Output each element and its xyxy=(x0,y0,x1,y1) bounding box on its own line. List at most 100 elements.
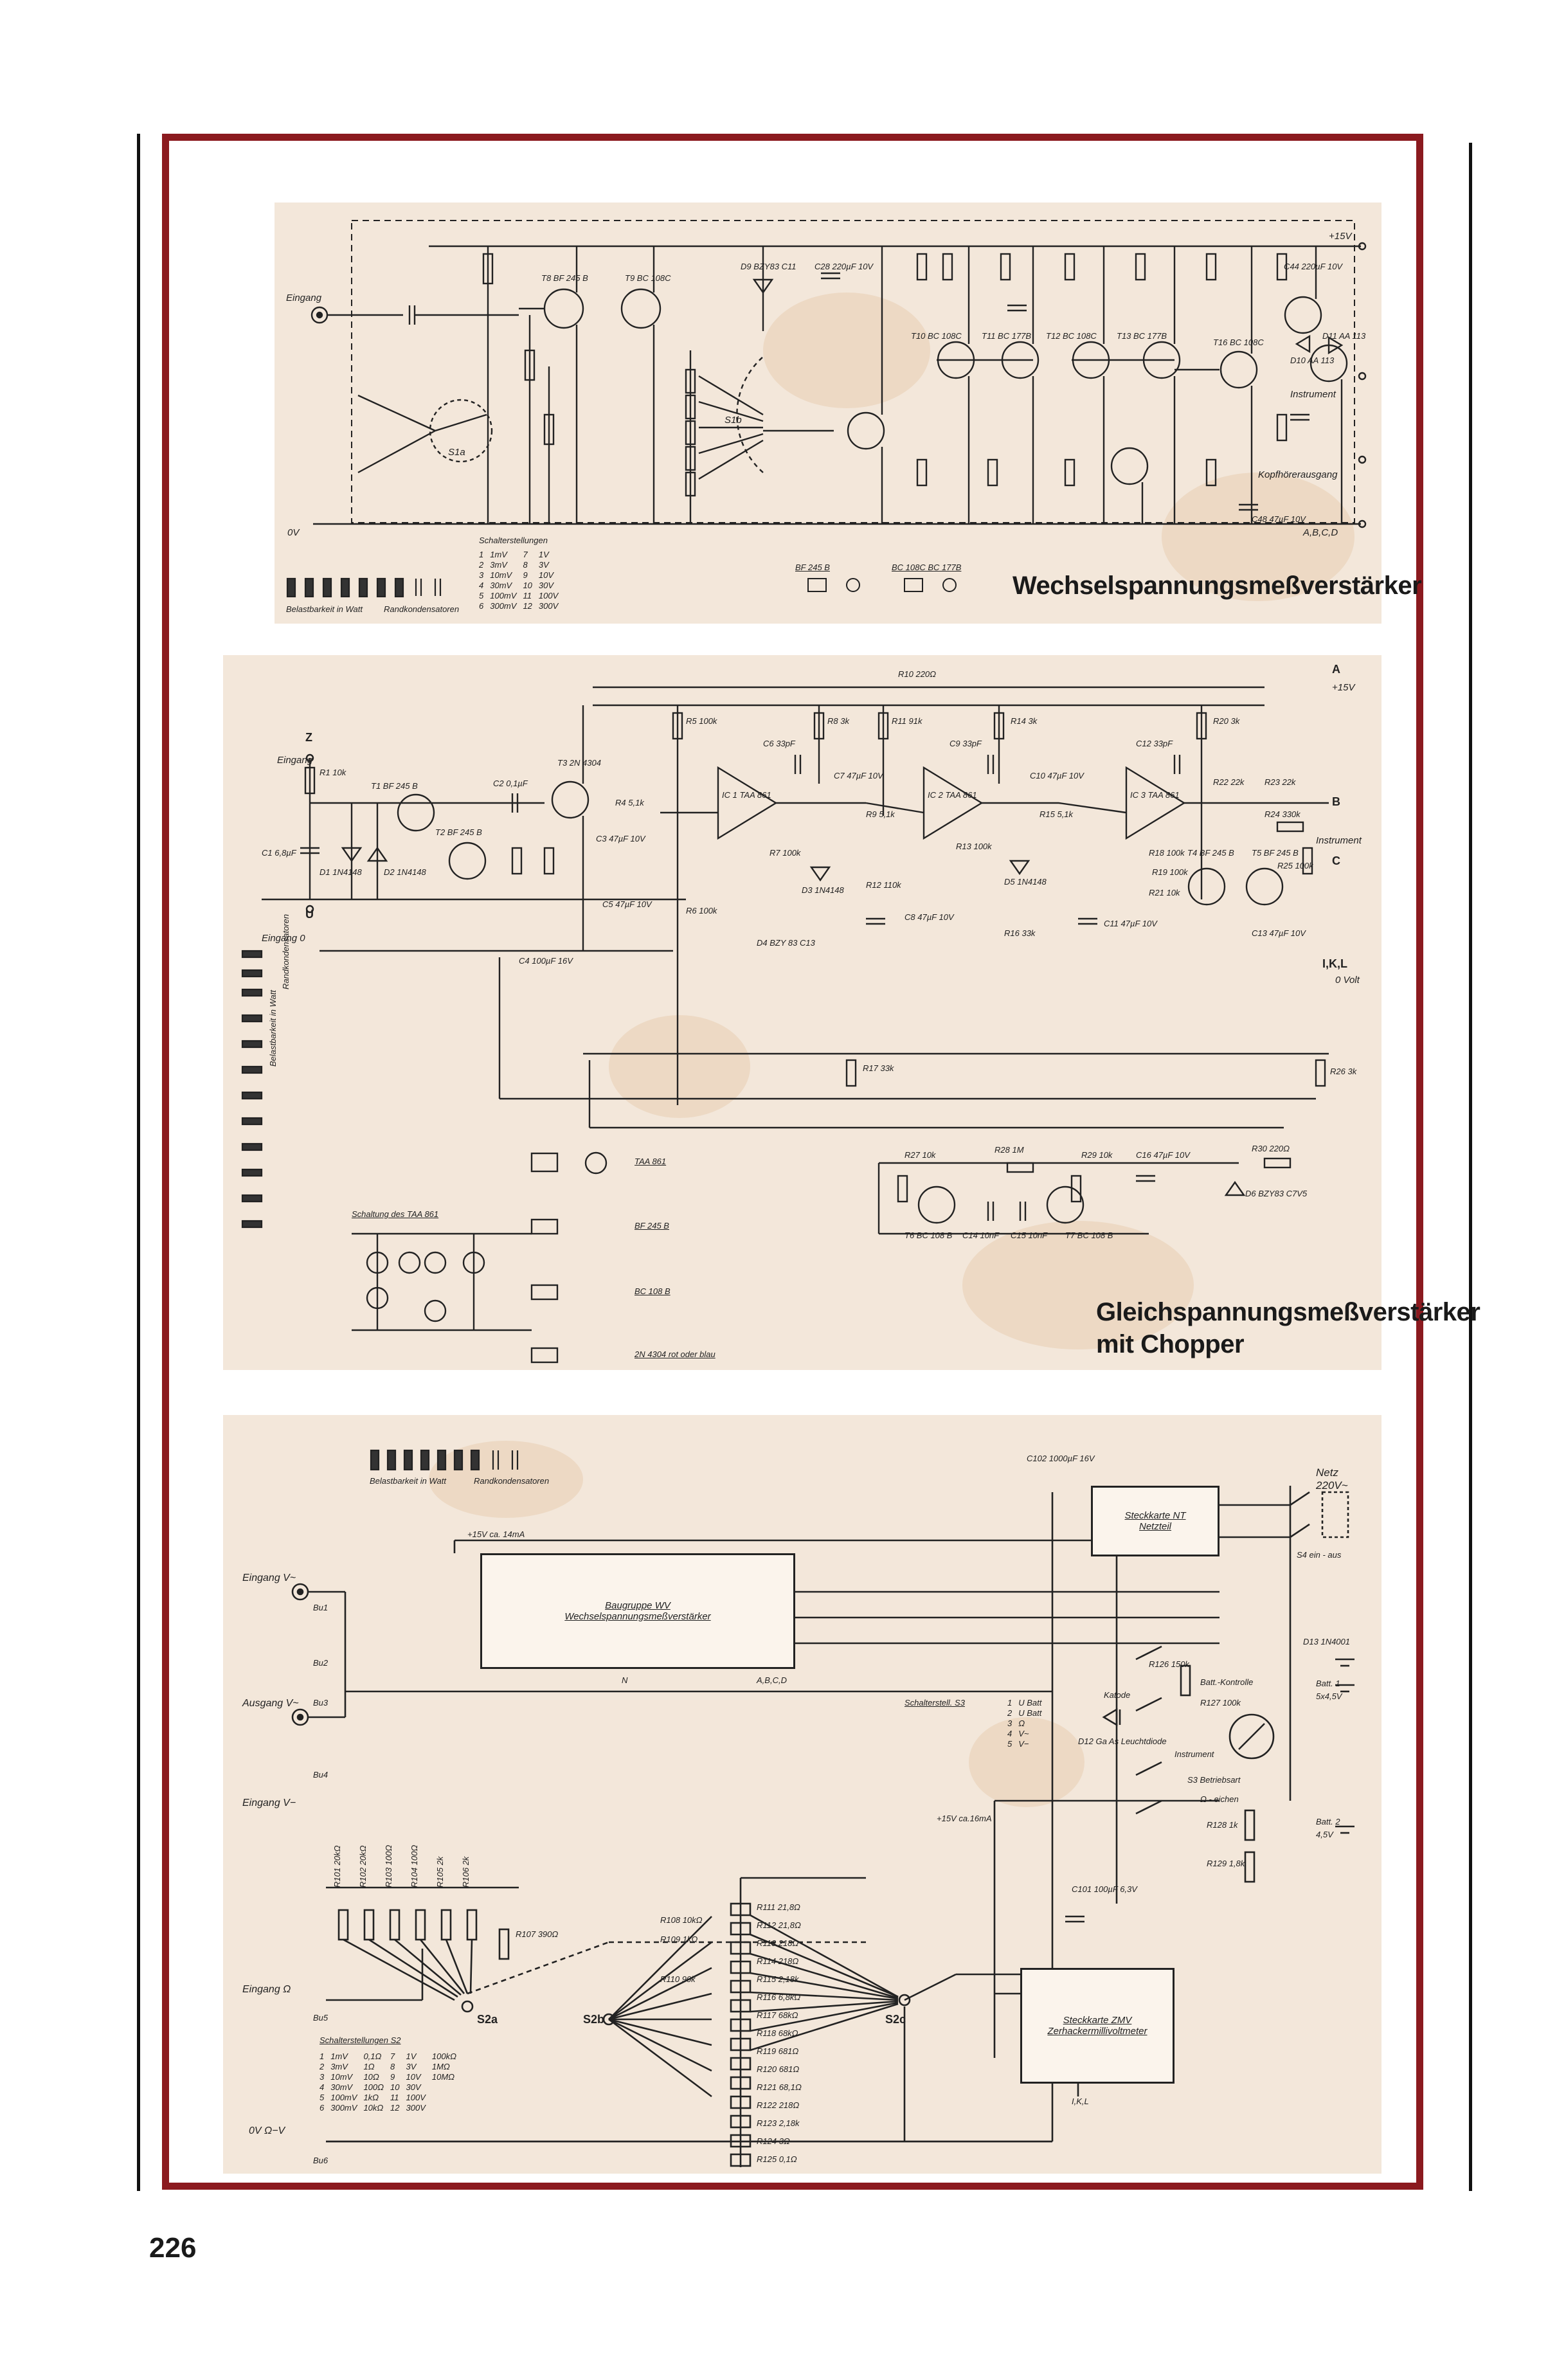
sys-s2a: S2a xyxy=(477,2013,498,2026)
switch-cell: 5 xyxy=(320,2093,325,2102)
switch-cell: 300V xyxy=(538,601,559,611)
dc-c11: C11 47µF 10V xyxy=(1104,919,1157,928)
dc-r20: R20 3k xyxy=(1213,716,1240,726)
sys-r126: R126 150k xyxy=(1149,1659,1189,1669)
switch-cell: 3mV xyxy=(490,560,507,570)
ladder-resistor-label: R116 6,8kΩ xyxy=(757,1992,801,2002)
system-panel: Baugruppe WV Wechselspannungsmeßverstärk… xyxy=(223,1415,1382,2174)
dc-d2: D2 1N4148 xyxy=(384,867,426,877)
switch-cell: 2 xyxy=(1007,1708,1013,1718)
dc-ic2: IC 2 TAA 861 xyxy=(928,790,977,800)
ac-fet-type: BF 245 B xyxy=(795,563,830,572)
paper-stain xyxy=(763,293,930,408)
right-margin-rule xyxy=(1469,143,1472,2191)
ac-ground-label: 0V xyxy=(287,527,300,538)
sys-term-n: N xyxy=(622,1675,628,1685)
dc-input-u: U xyxy=(305,908,314,921)
switch-cell: 0,1Ω xyxy=(363,2051,382,2061)
switch-cell: 11 xyxy=(523,591,532,600)
module-wv-desc: Wechselspannungsmeßverstärker xyxy=(564,1611,711,1622)
switch-cell: 30mV xyxy=(490,581,512,590)
dc-r27: R27 10k xyxy=(905,1150,936,1160)
ac-supply-label: +15V xyxy=(1329,231,1352,242)
dc-c8: C8 47µF 10V xyxy=(905,912,954,922)
paper-stain xyxy=(609,1015,750,1118)
switch-cell: 5 xyxy=(1007,1739,1013,1749)
dc-input-z: Z xyxy=(305,731,312,744)
dc-term-a: A xyxy=(1332,663,1340,676)
switch-cell: 30mV xyxy=(330,2082,353,2092)
dc-input-label: Eingang xyxy=(277,755,313,766)
module-zmv-desc: Zerhackermillivoltmeter xyxy=(1047,2026,1148,2037)
dc-d1: D1 1N4148 xyxy=(320,867,362,877)
ac-amplifier-panel: Eingang +15V Instrument Kopfhörerausgang… xyxy=(274,203,1422,624)
switch-cell: 100mV xyxy=(330,2093,357,2102)
sys-c102: C102 1000µF 16V xyxy=(1027,1454,1095,1463)
dc-pin-2n: 2N 4304 rot oder blau xyxy=(634,1349,716,1359)
dc-r19: R19 100k xyxy=(1152,867,1188,877)
ac-instrument-label: Instrument xyxy=(1290,389,1336,400)
dc-c13: C13 47µF 10V xyxy=(1252,928,1306,938)
sys-r106: R106 2k xyxy=(461,1856,471,1888)
dc-c4: C4 100µF 16V xyxy=(519,956,573,966)
switch-cell: 3 xyxy=(1007,1718,1013,1728)
dc-input-0: Eingang 0 xyxy=(262,933,305,944)
dc-t4: T4 BF 245 B xyxy=(1187,848,1234,858)
dc-taa-title: Schaltung des TAA 861 xyxy=(352,1209,439,1219)
ac-c44-label: C44 220µF 10V xyxy=(1284,262,1343,271)
switch-cell: 100kΩ xyxy=(431,2051,456,2061)
paper-stain xyxy=(962,1221,1194,1349)
dc-schematic xyxy=(241,686,1329,1364)
ladder-resistor-label: R113 218Ω xyxy=(757,1938,799,1948)
dc-amplifier-panel: Z Eingang U Eingang 0 A +15V B Instrumen… xyxy=(223,655,1480,1370)
switch-cell: 1 xyxy=(1007,1698,1013,1708)
sys-bu4: Bu4 xyxy=(313,1770,328,1780)
sys-r107: R107 390Ω xyxy=(516,1929,559,1939)
sys-bu3: Bu3 xyxy=(313,1698,328,1708)
switch-cell: 100V xyxy=(538,591,559,600)
ac-resistor-legend: Belastbarkeit in Watt xyxy=(286,604,363,614)
switch-cell: 10mV xyxy=(330,2072,353,2082)
switch-cell: Ω xyxy=(1018,1718,1025,1728)
sys-supply-note: +15V ca. 14mA xyxy=(467,1529,525,1539)
sys-zener: D13 1N4001 xyxy=(1303,1637,1350,1646)
ac-d10-label: D10 AA 113 xyxy=(1290,356,1335,365)
sys-r101: R101 20kΩ xyxy=(332,1845,342,1888)
dc-c5: C5 47µF 10V xyxy=(602,899,652,909)
switch-cell: 3V xyxy=(538,560,549,570)
sys-batt-check: Batt.-Kontrolle xyxy=(1200,1677,1254,1687)
dc-r5: R5 100k xyxy=(686,716,717,726)
switch-cell: 1V xyxy=(538,550,549,559)
switch-cell: 3V xyxy=(406,2062,417,2071)
switch-cell: 10 xyxy=(523,581,532,590)
dc-pin-bc: BC 108 B xyxy=(634,1286,670,1296)
sys-s2b: S2b xyxy=(583,2013,605,2026)
switch-cell xyxy=(432,2093,463,2103)
switch-cell: 5 xyxy=(479,591,484,600)
switch-cell: V− xyxy=(1018,1739,1029,1749)
dc-r23: R23 22k xyxy=(1264,777,1296,787)
switch-cell: 1 xyxy=(479,550,484,559)
dc-t7: T7 BC 108 B xyxy=(1065,1231,1113,1240)
ac-terminals-label: A,B,C,D xyxy=(1303,527,1338,538)
ladder-resistor-label: R121 68,1Ω xyxy=(757,2082,802,2092)
switch-cell xyxy=(432,2103,463,2113)
dc-r9: R9 5,1k xyxy=(866,809,895,819)
sys-r108: R108 10kΩ xyxy=(660,1915,703,1925)
sys-ground: 0V Ω−V xyxy=(249,2125,285,2136)
switch-row: 5 V− xyxy=(1007,1739,1048,1749)
sys-r103: R103 100Ω xyxy=(384,1844,393,1888)
page-number: 226 xyxy=(149,2232,197,2264)
dc-c12: C12 33pF xyxy=(1136,739,1173,748)
switch-cell: 1MΩ xyxy=(431,2062,450,2071)
sys-input-ohm: Eingang Ω xyxy=(242,1984,291,1995)
switch-cell: 30V xyxy=(538,581,554,590)
dc-c16: C16 47µF 10V xyxy=(1136,1150,1190,1160)
dc-d4: D4 BZY 83 C13 xyxy=(757,938,815,948)
switch-cell: 4 xyxy=(1007,1729,1013,1738)
